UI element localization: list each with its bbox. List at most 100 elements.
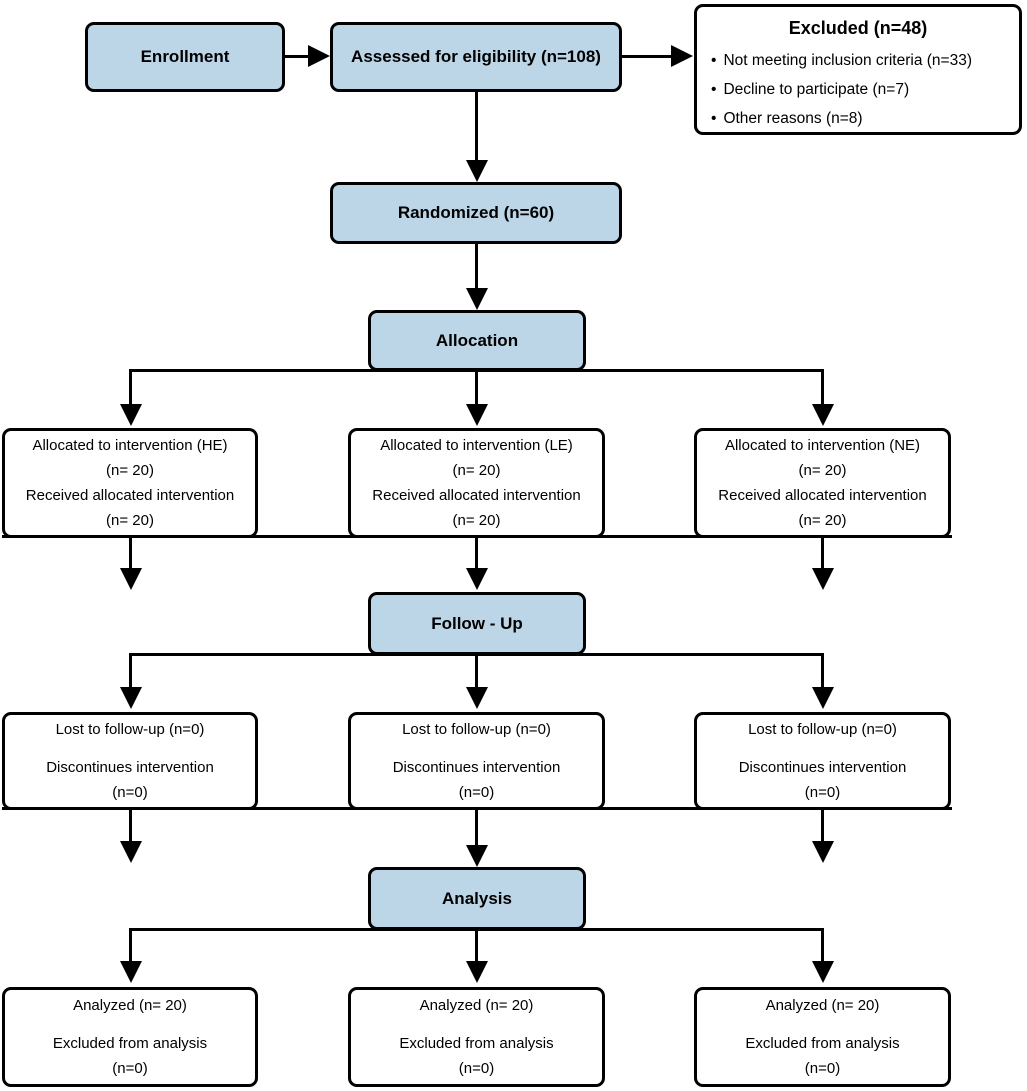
drop-line-right xyxy=(821,810,824,843)
branch-drop-right xyxy=(821,371,824,405)
arrowhead-down-icon xyxy=(120,841,142,863)
excluded-title: Excluded (n=48) xyxy=(788,18,928,38)
box-text-line: (n=0) xyxy=(112,1060,148,1077)
allocation-box-ne: Allocated to intervention (NE) (n= 20) R… xyxy=(694,428,951,538)
bullet-icon: • xyxy=(711,110,717,127)
box-text-line: Discontinues intervention xyxy=(392,759,561,776)
branch-line-analysis xyxy=(129,928,824,931)
arrowhead-down-icon xyxy=(120,404,142,426)
excluded-item: • Other reasons (n=8) xyxy=(711,104,1009,133)
box-text-line: Allocated to intervention (HE) xyxy=(32,437,228,454)
excluded-box: Excluded (n=48) • Not meeting inclusion c… xyxy=(694,4,1022,135)
assessed-label: Assessed for eligibility (n=108) xyxy=(351,47,601,66)
branch-drop-middle xyxy=(475,930,478,962)
arrowhead-down-icon xyxy=(812,687,834,709)
analysis-stage-label: Analysis xyxy=(442,888,512,908)
box-text-line: Lost to follow-up (n=0) xyxy=(748,721,897,738)
box-text-line: Discontinues intervention xyxy=(46,759,214,776)
enrollment-label: Enrollment xyxy=(140,47,230,66)
arrowhead-down-icon xyxy=(812,568,834,590)
enrollment-box: Enrollment xyxy=(85,22,285,92)
arrowhead-down-icon xyxy=(120,961,142,983)
box-text-line: Allocated to intervention (LE) xyxy=(380,437,573,454)
allocation-stage-label: Allocation xyxy=(435,330,519,350)
drop-line-left xyxy=(129,538,132,570)
followup-stage-label: Follow - Up xyxy=(431,613,523,633)
branch-drop-middle xyxy=(475,655,478,688)
analysis-box-ne: Analyzed (n= 20) Excluded from analysis … xyxy=(694,987,951,1087)
box-text-line: (n= 20) xyxy=(452,462,501,479)
excluded-item: • Not meeting inclusion criteria (n=33) xyxy=(711,46,1009,75)
arrowhead-down-icon xyxy=(812,841,834,863)
branch-drop-right xyxy=(821,655,824,688)
followup-box-ne: Lost to follow-up (n=0) Discontinues int… xyxy=(694,712,951,810)
box-text-line: Analyzed (n= 20) xyxy=(419,997,534,1014)
box-text-line: (n=0) xyxy=(804,1060,841,1077)
arrowhead-down-icon xyxy=(466,961,488,983)
branch-drop-middle xyxy=(475,371,478,405)
allocation-box-le: Allocated to intervention (LE) (n= 20) R… xyxy=(348,428,605,538)
arrowhead-down-icon xyxy=(812,961,834,983)
box-text-line: Lost to follow-up (n=0) xyxy=(55,721,205,738)
arrow-line-assessed-to-excluded xyxy=(622,55,672,58)
analysis-box-le: Analyzed (n= 20) Excluded from analysis … xyxy=(348,987,605,1087)
analysis-box-he: Analyzed (n= 20) Excluded from analysis … xyxy=(2,987,258,1087)
excluded-item-text: Decline to participate (n=7) xyxy=(723,81,910,98)
box-text-line: (n=0) xyxy=(458,784,495,801)
box-text-line: (n= 20) xyxy=(106,512,154,529)
excluded-item-text: Not meeting inclusion criteria (n=33) xyxy=(723,52,972,69)
box-text-line: (n= 20) xyxy=(106,462,154,479)
arrowhead-down-icon xyxy=(466,160,488,182)
row-bottom-line-followup xyxy=(2,807,952,810)
box-text-line: Received allocated intervention xyxy=(372,487,581,504)
box-text-line: (n= 20) xyxy=(798,462,847,479)
arrowhead-down-icon xyxy=(466,568,488,590)
arrowhead-right-icon xyxy=(671,45,693,67)
branch-drop-right xyxy=(821,930,824,962)
assessed-box: Assessed for eligibility (n=108) xyxy=(330,22,622,92)
arrowhead-down-icon xyxy=(466,687,488,709)
box-text-line: (n= 20) xyxy=(452,512,501,529)
analysis-stage-box: Analysis xyxy=(368,867,586,930)
bullet-icon: • xyxy=(711,81,717,98)
drop-line-left xyxy=(129,810,132,843)
followup-box-he: Lost to follow-up (n=0) Discontinues int… xyxy=(2,712,258,810)
box-text-line: (n=0) xyxy=(112,784,148,801)
box-text-line: Received allocated intervention xyxy=(718,487,927,504)
box-text-line: Lost to follow-up (n=0) xyxy=(402,721,551,738)
arrow-line-randomized-to-allocation xyxy=(475,244,478,289)
branch-drop-left xyxy=(129,930,132,962)
box-text-line: (n=0) xyxy=(458,1060,495,1077)
allocation-stage-box: Allocation xyxy=(368,310,586,371)
box-text-line: Excluded from analysis xyxy=(745,1035,900,1052)
bullet-icon: • xyxy=(711,52,717,69)
drop-line-middle xyxy=(475,538,478,570)
branch-drop-left xyxy=(129,371,132,405)
box-text-line: Excluded from analysis xyxy=(399,1035,554,1052)
arrowhead-down-icon xyxy=(466,288,488,310)
branch-line-followup xyxy=(129,653,824,656)
allocation-box-he: Allocated to intervention (HE) (n= 20) R… xyxy=(2,428,258,538)
randomized-label: Randomized (n=60) xyxy=(397,203,555,222)
box-text-line: Excluded from analysis xyxy=(52,1035,208,1052)
branch-line-allocation xyxy=(129,369,824,372)
box-text-line: Analyzed (n= 20) xyxy=(765,997,880,1014)
followup-stage-box: Follow - Up xyxy=(368,592,586,655)
arrow-line-assessed-to-randomized xyxy=(475,92,478,161)
arrowhead-down-icon xyxy=(812,404,834,426)
drop-line-middle xyxy=(475,810,478,845)
arrowhead-right-icon xyxy=(308,45,330,67)
box-text-line: Allocated to intervention (NE) xyxy=(724,437,921,454)
box-text-line: Received allocated intervention xyxy=(25,487,235,504)
arrowhead-down-icon xyxy=(120,687,142,709)
arrowhead-down-icon xyxy=(466,404,488,426)
box-text-line: (n=0) xyxy=(804,784,841,801)
drop-line-right xyxy=(821,538,824,570)
excluded-item-text: Other reasons (n=8) xyxy=(723,110,863,127)
arrow-line-enrollment-to-assessed xyxy=(285,55,311,58)
randomized-box: Randomized (n=60) xyxy=(330,182,622,244)
arrowhead-down-icon xyxy=(466,845,488,867)
excluded-items: • Not meeting inclusion criteria (n=33) •… xyxy=(707,46,1009,133)
followup-box-le: Lost to follow-up (n=0) Discontinues int… xyxy=(348,712,605,810)
